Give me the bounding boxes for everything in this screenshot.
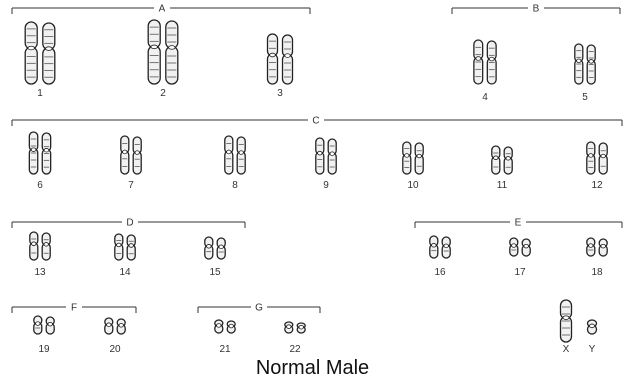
- chromosome-label-5: 5: [582, 92, 588, 103]
- chromosome-10-a: [403, 142, 411, 174]
- chromosome-22-a: [285, 322, 293, 333]
- group-bracket-a: A: [12, 4, 310, 15]
- chromosome-7-a: [121, 136, 129, 174]
- chromosome-label-7: 7: [128, 180, 134, 191]
- chromosome-label-19: 19: [38, 344, 50, 355]
- group-label-b: B: [533, 4, 540, 15]
- group-label-e: E: [515, 218, 522, 229]
- chromosome-21-a: [215, 320, 223, 333]
- chromosome-13-b: [42, 233, 50, 260]
- chromosome-11-a: [492, 146, 500, 174]
- chromosome-7-b: [133, 137, 141, 174]
- chromosome-label-x: X: [563, 344, 570, 355]
- chromosome-3-b: [283, 35, 293, 84]
- chromosome-11-b: [504, 147, 512, 174]
- chromosome-16-b: [442, 237, 450, 258]
- chromosome-label-9: 9: [323, 180, 329, 191]
- chromosome-13-a: [30, 232, 38, 260]
- chromosome-1-a: [25, 22, 37, 84]
- group-label-d: D: [126, 218, 133, 229]
- chromosome-label-13: 13: [34, 267, 46, 278]
- chromosome-4-b: [487, 41, 496, 84]
- chromosome-2-a: [148, 20, 160, 84]
- chromosome-label-10: 10: [407, 180, 419, 191]
- chromosome-14-a: [115, 234, 123, 260]
- chromosome-14-b: [127, 235, 135, 260]
- group-bracket-f: F: [12, 303, 136, 314]
- group-label-f: F: [71, 303, 77, 314]
- chromosome-18-b: [599, 239, 607, 256]
- chromosome-19-a: [34, 316, 42, 334]
- chromosome-6-b: [42, 133, 50, 174]
- chromosome-15-a: [205, 237, 213, 259]
- chromosome-3-a: [268, 34, 278, 84]
- group-label-c: C: [312, 116, 319, 127]
- chromosome-pairs: [25, 20, 607, 342]
- chromosome-9-a: [316, 138, 324, 174]
- chromosome-15-b: [217, 238, 225, 259]
- chromosome-label-4: 4: [482, 92, 488, 103]
- chromosome-8-a: [225, 136, 233, 174]
- chromosome-4-a: [474, 40, 483, 84]
- chromosome-20-a: [105, 318, 113, 334]
- chromosome-y: [588, 320, 597, 334]
- chromosome-label-18: 18: [591, 267, 603, 278]
- chromosome-label-16: 16: [434, 267, 446, 278]
- group-label-g: G: [255, 303, 263, 314]
- chromosome-label-8: 8: [232, 180, 238, 191]
- chromosome-1-b: [43, 23, 55, 84]
- chromosome-5-a: [575, 44, 583, 84]
- chromosome-label-y: Y: [589, 344, 596, 355]
- chromosome-8-b: [237, 137, 245, 174]
- chromosome-22-b: [297, 323, 305, 333]
- chromosome-label-11: 11: [497, 180, 508, 191]
- group-label-a: A: [159, 4, 166, 15]
- chromosome-label-2: 2: [160, 88, 166, 99]
- group-bracket-d: D: [12, 218, 245, 229]
- chromosome-6-a: [29, 132, 37, 174]
- chromosome-label-6: 6: [37, 180, 43, 191]
- chromosome-label-20: 20: [109, 344, 121, 355]
- chromosome-5-b: [587, 45, 595, 84]
- diagram-caption: Normal Male: [0, 357, 625, 380]
- chromosome-16-a: [430, 236, 438, 258]
- chromosome-10-b: [415, 143, 423, 174]
- chromosome-20-b: [117, 319, 125, 334]
- chromosome-17-b: [522, 239, 530, 256]
- group-bracket-e: E: [415, 218, 622, 229]
- chromosome-2-b: [166, 21, 178, 84]
- chromosome-label-22: 22: [289, 344, 301, 355]
- chromosome-label-14: 14: [119, 267, 131, 278]
- chromosome-9-b: [328, 139, 336, 174]
- chromosome-18-a: [587, 238, 595, 256]
- chromosome-x: [561, 300, 572, 342]
- chromosome-19-b: [46, 317, 54, 334]
- chromosome-label-21: 21: [219, 344, 231, 355]
- chromosome-21-b: [227, 321, 235, 333]
- group-bracket-c: C: [12, 116, 622, 127]
- chromosome-12-a: [587, 142, 595, 174]
- chromosome-label-3: 3: [277, 88, 283, 99]
- chromosome-label-17: 17: [514, 267, 526, 278]
- group-bracket-b: B: [452, 4, 620, 15]
- chromosome-12-b: [599, 143, 607, 174]
- chromosome-label-1: 1: [37, 88, 43, 99]
- group-bracket-g: G: [198, 303, 320, 314]
- chromosome-17-a: [510, 238, 518, 256]
- chromosome-label-12: 12: [591, 180, 603, 191]
- chromosome-label-15: 15: [209, 267, 221, 278]
